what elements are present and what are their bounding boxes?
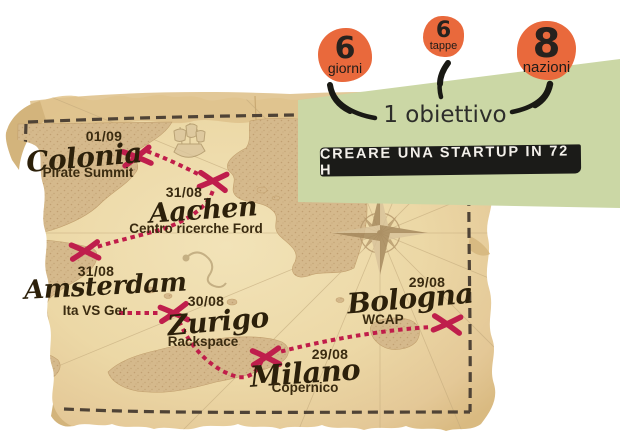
badge-giorni: 6 giorni [318, 28, 372, 82]
route-dotted-path [94, 149, 436, 380]
badge-tappe: 6 tappe [423, 16, 464, 57]
badge-giorni-label: giorni [327, 60, 363, 76]
sea-serpent-icon [182, 251, 227, 288]
badge-nazioni-value: 8 [532, 21, 561, 67]
badge-giorni-value: 6 [334, 31, 356, 66]
badge-tappe-label: tappe [429, 39, 458, 52]
objective-text: 1 obiettivo [383, 102, 507, 128]
badge-tappe-value: 6 [435, 18, 452, 44]
banner: CREARE UNA STARTUP IN 72 H [319, 143, 582, 179]
ship-icon [173, 123, 206, 158]
banner-text: CREARE UNA STARTUP IN 72 H [319, 143, 570, 179]
compass-rose-icon [332, 191, 428, 275]
badge-nazioni: 8 nazioni [517, 21, 576, 80]
badge-nazioni-label: nazioni [522, 59, 571, 76]
parchment-bottom-curl [51, 404, 72, 427]
parchment-right-curl [468, 236, 490, 256]
